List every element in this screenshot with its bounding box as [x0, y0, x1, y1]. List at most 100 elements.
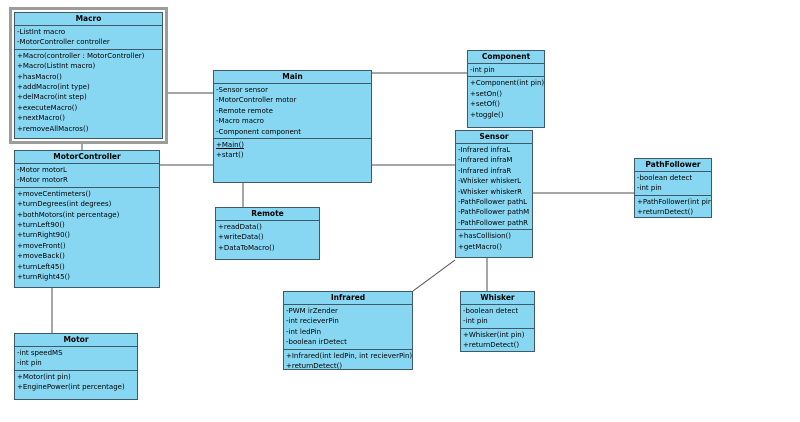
- methods-compartment: +Main()+start(): [214, 138, 371, 182]
- attribute: -int pin: [463, 317, 488, 326]
- method: +turnLeft90(): [17, 221, 65, 230]
- attributes-compartment: -int pin: [468, 64, 544, 76]
- method: +PathFollower(int pin): [637, 197, 711, 206]
- class-macro[interactable]: Macro -ListInt macro -MotorController cont…: [14, 12, 163, 139]
- class-main[interactable]: Main -Sensor sensor -MotorController motor…: [213, 70, 372, 183]
- class-title: MotorController: [15, 151, 159, 164]
- class-pathfollower[interactable]: PathFollower-boolean detect-int pin+Path…: [634, 158, 712, 218]
- class-remote[interactable]: Remote +readData() +writeData()+DataToMacr…: [215, 207, 320, 260]
- attribute: -int speedMS: [17, 349, 63, 357]
- class-title: Component: [468, 51, 544, 64]
- method: +returnDetect(): [463, 341, 520, 350]
- attribute: -Infrared infraL: [458, 146, 511, 154]
- method: +Component(int pin): [470, 79, 544, 88]
- attribute: -ListInt macro: [17, 28, 66, 36]
- method: +DataToMacro(): [218, 243, 275, 252]
- method: +removeAllMacros(): [17, 124, 89, 133]
- attribute: -boolean irDetect: [286, 338, 347, 347]
- attribute: -int pin: [470, 66, 495, 74]
- methods-compartment: +readData() +writeData()+DataToMacro(): [216, 221, 319, 259]
- method: +EnginePower(int percentage): [17, 383, 125, 392]
- class-title: Macro: [15, 13, 162, 26]
- method: +Macro(controller : MotorController): [17, 51, 145, 60]
- method: +moveCentimeters(): [17, 189, 91, 198]
- attributes-compartment: -Motor motorL -Motor motorR: [15, 164, 159, 187]
- method: +executeMacro(): [17, 103, 78, 112]
- attributes-compartment: -boolean detect -int pin: [635, 172, 711, 195]
- attribute: -PWM irZender: [286, 307, 338, 315]
- method: +returnDetect(): [637, 208, 694, 217]
- methods-compartment: +hasCollision()+getMacro(): [456, 229, 532, 257]
- method: +Main(): [216, 141, 245, 150]
- method: +Whisker(int pin): [463, 330, 525, 339]
- method: +getMacro(): [458, 242, 503, 251]
- attribute: -int recieverPin: [286, 317, 339, 326]
- class-component[interactable]: Component-int pin+Component(int pin)+set…: [467, 50, 545, 128]
- method: +Motor(int pin): [17, 372, 71, 381]
- methods-compartment: +Motor(int pin) +EnginePower(int percenta…: [15, 369, 137, 399]
- class-title: PathFollower: [635, 159, 711, 172]
- method: +moveBack(): [17, 252, 65, 261]
- method: +addMacro(int type): [17, 83, 90, 92]
- methods-compartment: +Macro(controller : MotorController) +Mac…: [15, 48, 162, 138]
- class-sensor[interactable]: Sensor-Infrared infraL-Infrared infraM-I…: [455, 130, 533, 258]
- attributes-compartment: -boolean detect -int pin: [461, 305, 534, 328]
- attributes-compartment: -Infrared infraL-Infrared infraM-Infrare…: [456, 144, 532, 229]
- methods-compartment: +Component(int pin)+setOn() +setOf()+togg…: [468, 76, 544, 127]
- method: +readData(): [218, 223, 262, 231]
- method: +start(): [216, 151, 244, 160]
- attribute: -PathFollower pathL: [458, 198, 528, 207]
- method: +Macro(ListInt macro): [17, 62, 96, 71]
- attribute: -int ledPin: [286, 327, 322, 336]
- attribute: -PathFollower pathR: [458, 218, 529, 227]
- attribute: -Motor motorR: [17, 176, 68, 185]
- method: +returnDetect(): [286, 362, 343, 370]
- methods-compartment: +Whisker(int pin) +returnDetect(): [461, 327, 534, 351]
- selection-frame: [9, 7, 168, 144]
- attribute: -Whisker whiskerR: [458, 187, 523, 196]
- attribute: -boolean detect: [463, 307, 519, 315]
- method: +setOf(): [470, 100, 500, 109]
- attribute: -boolean detect: [637, 174, 693, 182]
- method: +delMacro(int step): [17, 93, 87, 102]
- attribute: -Sensor sensor: [216, 86, 268, 94]
- attribute: -Motor motorL: [17, 166, 67, 174]
- attributes-compartment: -PWM irZender -int recieverPin-int ledPin…: [284, 305, 412, 349]
- class-title: Sensor: [456, 131, 532, 144]
- method: +nextMacro(): [17, 114, 66, 123]
- connector-sensor-infrared[interactable]: [412, 259, 456, 292]
- methods-compartment: +Infrared(int ledPin, int recieverPin) +r…: [284, 348, 412, 370]
- attributes-compartment: -Sensor sensor -MotorController motor-Rem…: [214, 84, 371, 138]
- class-whisker[interactable]: Whisker-boolean detect-int pin+Whisker(i…: [460, 291, 535, 352]
- class-title: Main: [214, 71, 371, 84]
- class-motorcontroller[interactable]: MotorController-Motor motorL-Motor motor…: [14, 150, 160, 288]
- method: +setOn(): [470, 89, 502, 98]
- attributes-compartment: -int speedMS-int pin: [15, 347, 137, 370]
- class-title: Motor: [15, 334, 137, 347]
- methods-compartment: +moveCentimeters()+turnDegrees(int degre…: [15, 186, 159, 287]
- method: +bothMotors(int percentage): [17, 210, 120, 219]
- method: +moveFront(): [17, 241, 66, 250]
- attribute: -int pin: [637, 184, 662, 193]
- attribute: -PathFollower pathM: [458, 208, 530, 217]
- method: +turnLeft45(): [17, 262, 65, 271]
- method: +toggle(): [470, 110, 504, 119]
- attribute: -MotorController controller: [17, 38, 110, 47]
- method: +Infrared(int ledPin, int recieverPin): [286, 351, 412, 360]
- method: +hasMacro(): [17, 72, 62, 81]
- class-infrared[interactable]: Infrared -PWM irZender -int recieverPin-in…: [283, 291, 413, 370]
- class-motor[interactable]: Motor-int speedMS-int pin+Motor(int pin)…: [14, 333, 138, 400]
- class-title: Remote: [216, 208, 319, 221]
- attribute: -Component component: [216, 127, 301, 136]
- class-title: Infrared: [284, 292, 412, 305]
- attribute: -Macro macro: [216, 117, 264, 126]
- method: +writeData(): [218, 233, 264, 242]
- attribute: -MotorController motor: [216, 96, 297, 105]
- attribute: -Infrared infraR: [458, 166, 512, 175]
- method: +turnRight90(): [17, 231, 71, 240]
- attribute: -Remote remote: [216, 106, 273, 115]
- method: +turnRight45(): [17, 273, 71, 282]
- methods-compartment: +PathFollower(int pin) +returnDetect(): [635, 194, 711, 217]
